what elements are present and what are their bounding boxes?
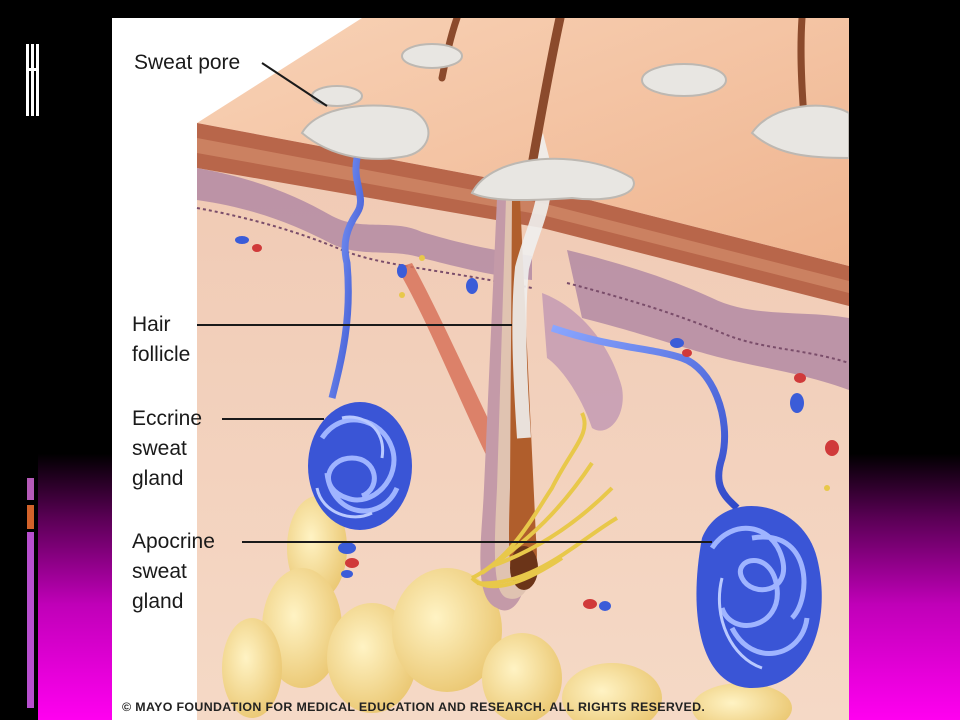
label-eccrine-gland: Eccrine sweat gland [132,404,202,494]
eccrine-gland-illustration [308,402,412,530]
label-line: Apocrine [132,530,215,553]
sweat-pores [300,43,849,202]
blood-vessels [235,236,839,611]
label-line: follicle [132,343,191,366]
copyright-notice: © MAYO FOUNDATION FOR MEDICAL EDUCATION … [122,700,706,714]
fat-tissue [222,496,792,720]
slide-accent-bar [27,505,34,529]
label-sweat-pore: Sweat pore [134,51,241,74]
label-apocrine-gland: Apocrine sweat gland [132,527,215,617]
label-line: gland [132,590,184,613]
slide-accent-bar [27,478,34,500]
label-line: sweat [132,437,187,460]
slide-decoration-icon [26,44,40,116]
label-line: gland [132,467,184,490]
skin-diagram-panel: Sweat pore Hair follicle Eccrine sweat g… [112,18,849,720]
nerve-fibers [470,412,618,589]
apocrine-gland-illustration [696,505,822,688]
label-line: Eccrine [132,407,203,430]
apocrine-duct [550,324,740,511]
skin-cross-section-illustration [112,18,849,720]
label-leader-lines [197,62,712,543]
label-hair-follicle: Hair follicle [132,310,190,370]
label-line: sweat [132,560,187,583]
slide-accent-bar [27,532,34,708]
label-line: Hair [132,313,171,336]
eccrine-duct [328,157,364,399]
